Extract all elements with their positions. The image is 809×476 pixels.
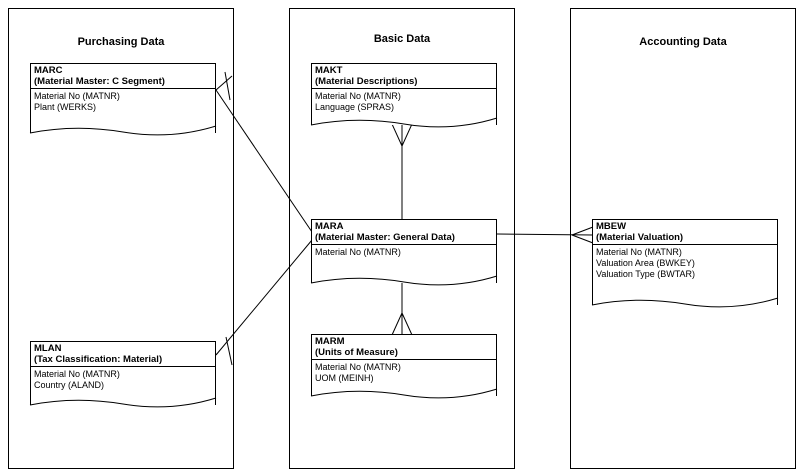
entity-mara[interactable]: MARA (Material Master: General Data) Mat… — [311, 219, 497, 283]
entity-header: MARC (Material Master: C Segment) — [31, 64, 215, 89]
entity-code: MAKT — [315, 65, 343, 76]
entity-code: MARM — [315, 336, 345, 347]
entity-header: MARA (Material Master: General Data) — [312, 220, 496, 245]
entity-code: MBEW — [596, 221, 627, 232]
entity-header: MLAN (Tax Classification: Material) — [31, 342, 215, 367]
entity-field: Material No (MATNR) — [596, 247, 682, 257]
entity-name: (Material Master: General Data) — [315, 232, 455, 243]
entity-code: MARC — [34, 65, 63, 76]
entity-marc[interactable]: MARC (Material Master: C Segment) Materi… — [30, 63, 216, 133]
entity-field: Material No (MATNR) — [34, 91, 120, 101]
entity-fields: Material No (MATNR) Plant (WERKS) — [31, 89, 215, 113]
entity-field: UOM (MEINH) — [315, 373, 374, 383]
entity-field: Country (ALAND) — [34, 380, 105, 390]
entity-name: (Units of Measure) — [315, 347, 398, 358]
lane-title: Accounting Data — [639, 36, 727, 48]
entity-fields: Material No (MATNR) Country (ALAND) — [31, 367, 215, 391]
entity-fields: Material No (MATNR) Valuation Area (BWKE… — [593, 245, 777, 280]
entity-field: Material No (MATNR) — [315, 362, 401, 372]
entity-field: Plant (WERKS) — [34, 102, 97, 112]
entity-fields: Material No (MATNR) UOM (MEINH) — [312, 360, 496, 384]
entity-field: Material No (MATNR) — [34, 369, 120, 379]
entity-fields: Material No (MATNR) — [312, 245, 496, 258]
entity-field: Valuation Area (BWKEY) — [596, 258, 695, 268]
entity-name: (Material Master: C Segment) — [34, 76, 165, 87]
entity-field: Language (SPRAS) — [315, 102, 395, 112]
entity-name: (Material Valuation) — [596, 232, 684, 243]
entity-mbew[interactable]: MBEW (Material Valuation) Material No (M… — [592, 219, 778, 305]
entity-code: MARA — [315, 221, 344, 232]
entity-code: MLAN — [34, 343, 62, 354]
entity-header: MAKT (Material Descriptions) — [312, 64, 496, 89]
entity-field: Valuation Type (BWTAR) — [596, 269, 696, 279]
entity-makt[interactable]: MAKT (Material Descriptions) Material No… — [311, 63, 497, 125]
entity-mlan[interactable]: MLAN (Tax Classification: Material) Mate… — [30, 341, 216, 405]
entity-marm[interactable]: MARM (Units of Measure) Material No (MAT… — [311, 334, 497, 396]
entity-header: MBEW (Material Valuation) — [593, 220, 777, 245]
lane-title: Purchasing Data — [77, 36, 165, 48]
entity-field: Material No (MATNR) — [315, 247, 401, 257]
entity-name: (Material Descriptions) — [315, 76, 418, 87]
entity-fields: Material No (MATNR) Language (SPRAS) — [312, 89, 496, 113]
entity-name: (Tax Classification: Material) — [34, 354, 163, 365]
entity-header: MARM (Units of Measure) — [312, 335, 496, 360]
lane-title: Basic Data — [373, 33, 431, 45]
entity-field: Material No (MATNR) — [315, 91, 401, 101]
